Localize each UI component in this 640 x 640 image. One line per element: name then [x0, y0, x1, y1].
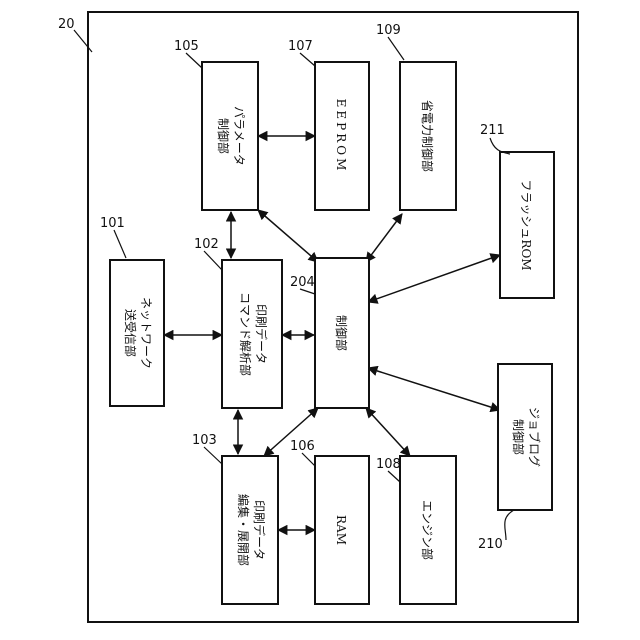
block-parser: 印刷データ コマンド解析部 102	[194, 237, 282, 408]
link-control-flash	[368, 255, 500, 302]
editor-ref-leader	[204, 447, 222, 464]
block-flash: フラッシュROM 211	[480, 123, 554, 298]
link-control-engine	[366, 408, 410, 456]
link-control-joblog	[368, 368, 500, 410]
editor-label-line1: 印刷データ	[252, 500, 267, 560]
block-control: 制御部 204	[290, 258, 369, 408]
device-ref-leader	[74, 30, 92, 52]
ram-label: RAM	[334, 515, 348, 545]
block-joblog: ジョブログ 制御部 210	[478, 364, 552, 552]
block-engine: エンジン部 108	[376, 456, 456, 604]
eeprom-ref-leader	[300, 53, 315, 66]
ram-ref-leader	[302, 453, 315, 466]
joblog-ref-leader	[505, 510, 514, 540]
device-ref: 20	[58, 17, 75, 32]
block-network: ネットワーク 送受信部 101	[100, 216, 164, 406]
joblog-ref: 210	[478, 537, 503, 552]
network-ref: 101	[100, 216, 125, 231]
flash-ref: 211	[480, 123, 505, 138]
control-ref: 204	[290, 275, 315, 290]
eeprom-label: EEPROM	[334, 99, 348, 174]
param-label-line1: パラメータ	[232, 106, 246, 166]
link-param-control	[258, 210, 318, 262]
param-ref: 105	[174, 39, 199, 54]
editor-ref: 103	[192, 433, 217, 448]
editor-label-line2: 編集・展開部	[236, 494, 251, 566]
parser-ref: 102	[194, 237, 219, 252]
engine-ref-leader	[388, 471, 400, 482]
block-eeprom: EEPROM 107	[288, 39, 369, 210]
joblog-label-line2: 制御部	[511, 419, 526, 455]
power-ref-leader	[388, 37, 404, 60]
block-editor: 印刷データ 編集・展開部 103	[192, 433, 278, 604]
parser-ref-leader	[204, 251, 222, 270]
network-label-line2: 送受信部	[123, 309, 138, 357]
ram-ref: 106	[290, 439, 315, 454]
power-ref: 109	[376, 23, 401, 38]
engine-label: エンジン部	[420, 500, 435, 560]
block-ram: RAM 106	[290, 439, 369, 604]
block-power: 省電力制御部 109	[376, 23, 456, 210]
control-label: 制御部	[334, 315, 349, 351]
flash-label: フラッシュROM	[519, 179, 533, 270]
parser-label-line1: 印刷データ	[254, 304, 269, 364]
network-label-line1: ネットワーク	[139, 297, 153, 369]
block-param: パラメータ 制御部 105	[174, 39, 258, 210]
joblog-label-line1: ジョブログ	[527, 407, 542, 467]
param-label-line2: 制御部	[216, 118, 231, 154]
parser-label-line2: コマンド解析部	[238, 292, 253, 376]
param-ref-leader	[186, 53, 202, 68]
network-ref-leader	[114, 230, 126, 258]
power-label: 省電力制御部	[420, 100, 435, 172]
engine-ref: 108	[376, 457, 401, 472]
eeprom-ref: 107	[288, 39, 313, 54]
link-power-control	[366, 214, 402, 262]
